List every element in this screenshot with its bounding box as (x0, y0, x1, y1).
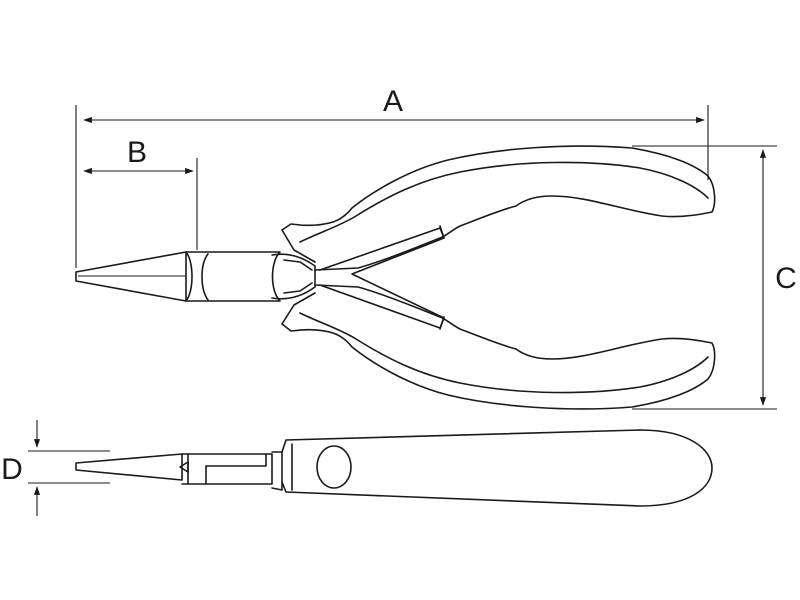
pliers-pivot (271, 253, 316, 300)
pliers-side-view (75, 429, 713, 507)
dimension-c-label: C (775, 262, 797, 295)
dimension-a: A (75, 85, 709, 268)
pliers-top-view (75, 145, 716, 410)
pliers-spring (319, 227, 445, 329)
pliers-jaw-body (185, 251, 281, 302)
side-handle (281, 429, 713, 507)
dimension-c: C (632, 145, 797, 410)
dimension-a-label: A (383, 85, 403, 118)
dimension-b: B (83, 136, 198, 250)
pliers-lower-handle (281, 284, 716, 410)
side-jaw (181, 453, 273, 485)
dimension-b-label: B (127, 136, 147, 169)
side-nose (75, 453, 183, 481)
pliers-upper-handle (281, 145, 716, 271)
side-handle-hole (316, 445, 352, 489)
dimension-d-label: D (1, 453, 23, 486)
dimension-d: D (1, 420, 110, 516)
